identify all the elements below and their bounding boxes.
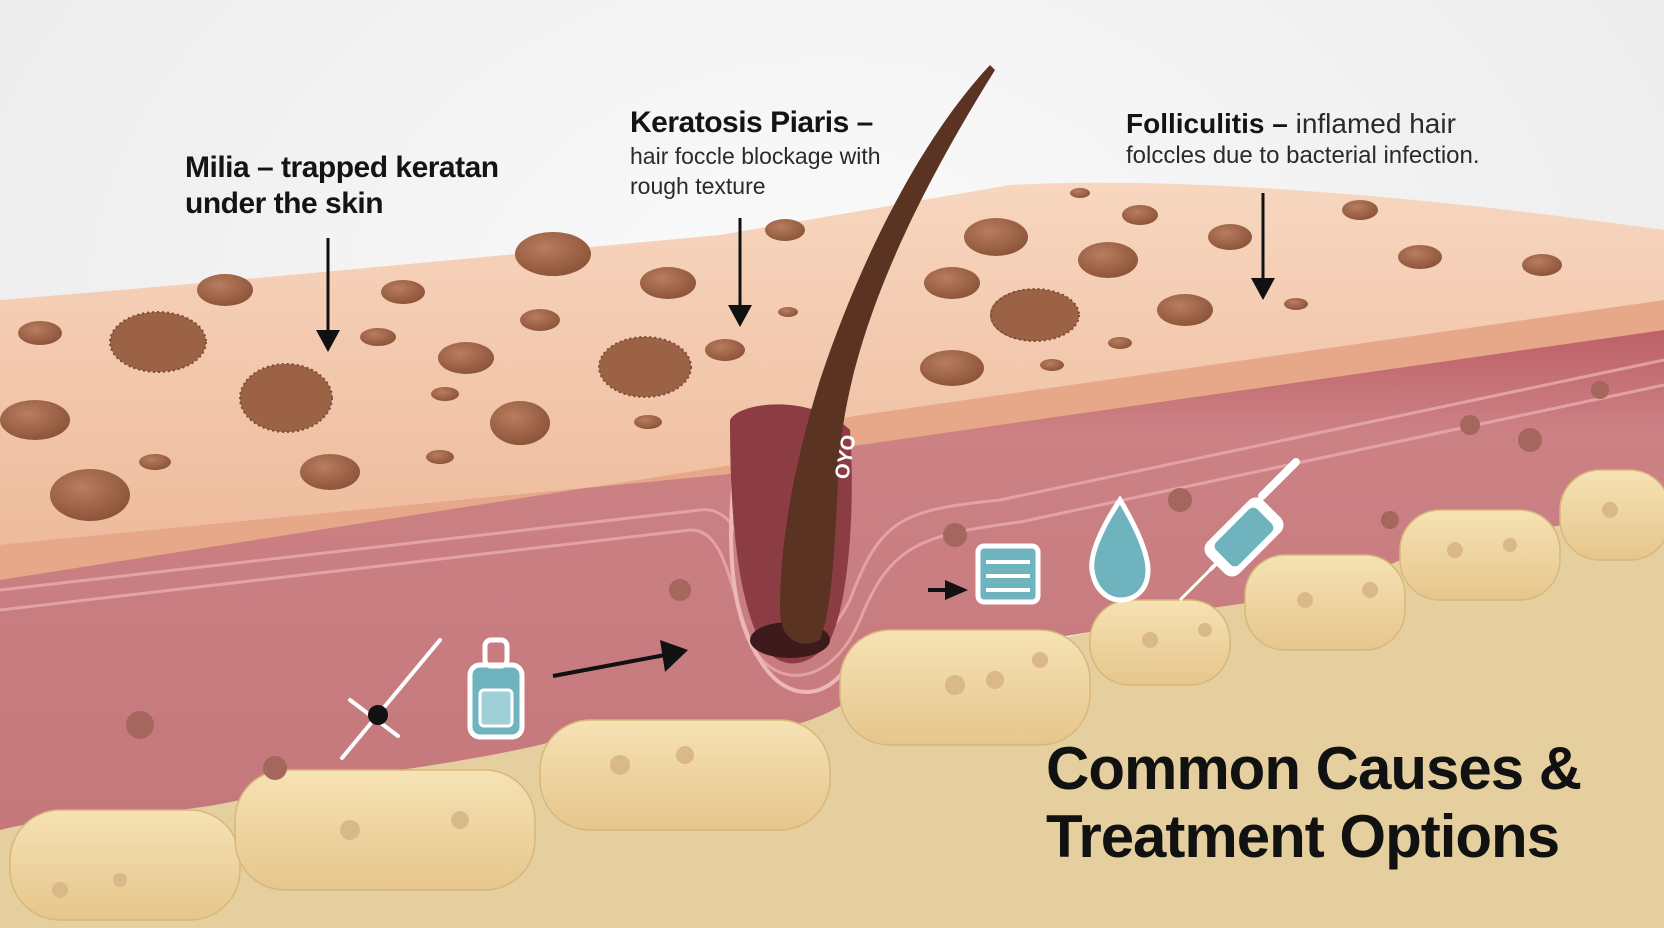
folliculitis-desc-line2: folccles due to bacterial infection. (1126, 142, 1480, 169)
milia-label: Milia – trapped keratan under the skin (185, 150, 499, 222)
needle-icon (340, 638, 442, 760)
main-title-line1: Common Causes & (1046, 735, 1582, 802)
fat-cell-dots (52, 502, 1618, 898)
water-drop-icon (1089, 495, 1151, 603)
keratosis-pilaris-desc-line2: rough texture (630, 173, 766, 199)
dermis-dots (126, 381, 1609, 780)
callout-arrows (316, 193, 1275, 352)
keratosis-pilaris-desc-line1: hair foccle blockage with (630, 143, 881, 169)
syringe-icon (1178, 458, 1300, 602)
folliculitis-desc-inline: inflamed hair (1295, 108, 1456, 139)
keratosis-pilaris-title: Keratosis Piaris – (630, 106, 873, 139)
folliculitis-separator: – (1264, 108, 1296, 139)
folliculitis-line1: Folliculitis – inflamed hair (1126, 108, 1480, 140)
main-title: Common Causes & Treatment Options (1046, 735, 1582, 871)
folliculitis-title: Folliculitis (1126, 108, 1265, 139)
milia-label-line2: under the skin (185, 187, 384, 220)
bandage-icon (975, 543, 1041, 605)
main-title-line2: Treatment Options (1046, 803, 1560, 870)
hair-shaft (780, 65, 995, 644)
folliculitis-label: Folliculitis – inflamed hair folccles du… (1126, 108, 1480, 172)
keratosis-pilaris-label: Keratosis Piaris – hair foccle blockage … (630, 105, 881, 201)
milia-label-line1: Milia – trapped keratan (185, 151, 499, 184)
bandage-arrow-icon (928, 580, 968, 600)
arrow-icon (552, 640, 688, 678)
keratin-plugs (109, 288, 1080, 433)
bottle-icon (467, 637, 525, 740)
